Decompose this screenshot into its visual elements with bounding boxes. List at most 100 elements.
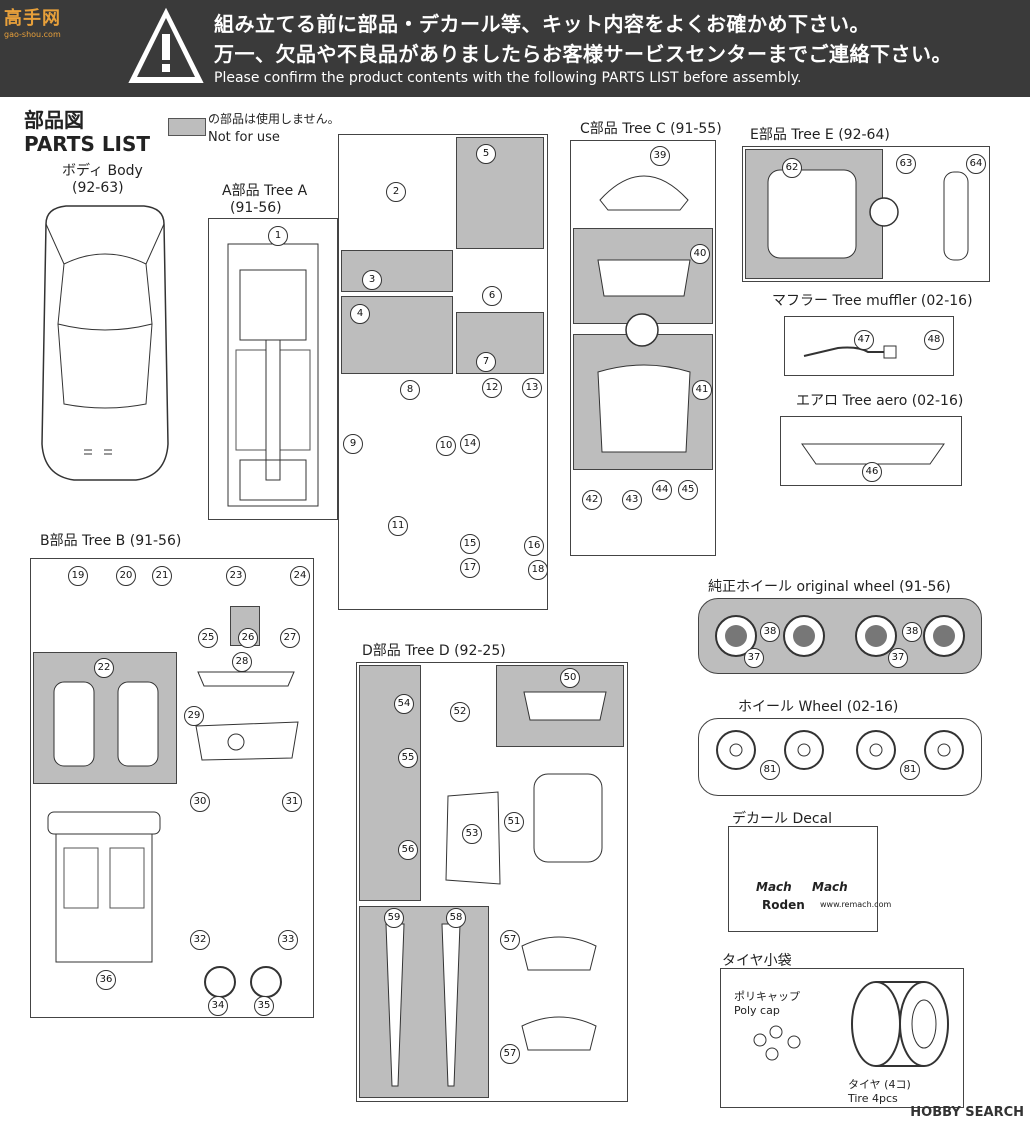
tailgate-drawing: [767, 169, 857, 259]
tree-owheel-label: 純正ホイール original wheel (91-56): [708, 579, 951, 595]
part-number: 24: [290, 566, 310, 586]
tree-a-frame: [208, 218, 338, 520]
part-number: 55: [398, 748, 418, 768]
legend-jp: の部品は使用しません。: [208, 112, 340, 126]
part-number: 46: [862, 462, 882, 482]
part-number: 9: [343, 434, 363, 454]
tree-a-grey-5: [456, 137, 544, 249]
tree-e-label: E部品 Tree E (92-64): [750, 127, 890, 143]
decal-sheet: [728, 826, 878, 932]
polycap-en: Poly cap: [734, 1004, 780, 1017]
part-number: 53: [462, 824, 482, 844]
tire-drawing: [851, 981, 949, 1067]
tree-wheel-label: ホイール Wheel (02-16): [738, 699, 899, 715]
legend-swatch: [168, 118, 206, 136]
part-number: 51: [504, 812, 524, 832]
rear-shelf-drawing: [197, 671, 295, 687]
part-number: 43: [622, 490, 642, 510]
body-code: (92-63): [72, 180, 124, 196]
interior-tub-drawing: [47, 811, 161, 963]
part-number: 58: [446, 908, 466, 928]
part-number: 30: [190, 792, 210, 812]
part-number: 2: [386, 182, 406, 202]
part-number: 52: [450, 702, 470, 722]
tree-e-hub: [869, 197, 899, 227]
part-number: 63: [896, 154, 916, 174]
wheels-drawing: [716, 730, 964, 770]
part-number: 56: [398, 840, 418, 860]
part-number: 12: [482, 378, 502, 398]
decal-brand-1: Mach: [756, 880, 792, 894]
rear-panel-drawing: [523, 691, 607, 721]
tree-c-hub: [625, 313, 659, 347]
part-number: 8: [400, 380, 420, 400]
part-number: 27: [280, 628, 300, 648]
part-number: 13: [522, 378, 542, 398]
part-number: 10: [436, 436, 456, 456]
part-number: 28: [232, 652, 252, 672]
tree-a-grey-3: [341, 250, 453, 292]
part-number: 17: [460, 558, 480, 578]
part-number: 16: [524, 536, 544, 556]
body-shell-drawing: [41, 205, 169, 481]
tree-muffler-label: マフラー Tree muffler (02-16): [772, 293, 973, 309]
tirebag-label: タイヤ小袋: [722, 953, 792, 969]
part-number: 23: [226, 566, 246, 586]
part-number: 45: [678, 480, 698, 500]
part-number: 57: [500, 930, 520, 950]
pillar-drawing: [385, 923, 461, 1087]
bracket-drawing: [521, 936, 597, 1051]
polycap-drawing: [753, 1025, 801, 1061]
dashboard-drawing: [195, 721, 299, 761]
tree-a-label: A部品 Tree A: [222, 183, 308, 199]
part-number: 57: [500, 1044, 520, 1064]
watermark-url: gao-shou.com: [4, 30, 61, 39]
floor-drawing: [597, 364, 691, 453]
part-number: 11: [388, 516, 408, 536]
tree-d-label: D部品 Tree D (92-25): [362, 643, 506, 659]
part-number: 37: [744, 648, 764, 668]
watermark-cn: 高手网: [4, 8, 61, 29]
part-number: 4: [350, 304, 370, 324]
part-number: 81: [900, 760, 920, 780]
part-number: 50: [560, 668, 580, 688]
part-number: 26: [238, 628, 258, 648]
part-number: 7: [476, 352, 496, 372]
part-number: 48: [924, 330, 944, 350]
part-number: 6: [482, 286, 502, 306]
part-number: 31: [282, 792, 302, 812]
tree-c-label: C部品 Tree C (91-55): [580, 121, 722, 137]
polycap-jp: ポリキャップ: [734, 990, 800, 1003]
banner-line-1: 組み立てる前に部品・デカール等、キット内容をよくお確かめ下さい。: [214, 12, 870, 36]
part-number: 36: [96, 970, 116, 990]
body-label: ボディ Body: [62, 163, 143, 179]
part-number: 5: [476, 144, 496, 164]
part-number: 38: [760, 622, 780, 642]
headliner-drawing: [597, 259, 691, 297]
part-number: 62: [782, 158, 802, 178]
part-number: 20: [116, 566, 136, 586]
spoiler-drawing: [801, 443, 945, 465]
window-drawing: [943, 171, 969, 261]
part-number: 14: [460, 434, 480, 454]
warning-icon: [128, 7, 204, 83]
tire-jp: タイヤ (4コ): [848, 1078, 911, 1091]
part-number: 29: [184, 706, 204, 726]
part-number: 42: [582, 490, 602, 510]
decal-label: デカール Decal: [732, 811, 833, 827]
part-number: 32: [190, 930, 210, 950]
part-number: 25: [198, 628, 218, 648]
tree-b-frame: [30, 558, 314, 1018]
part-number: 1: [268, 226, 288, 246]
part-number: 64: [966, 154, 986, 174]
tree-b-label: B部品 Tree B (91-56): [40, 533, 182, 549]
part-number: 3: [362, 270, 382, 290]
part-number: 59: [384, 908, 404, 928]
part-number: 35: [254, 996, 274, 1016]
title-en: PARTS LIST: [24, 132, 151, 156]
part-number: 19: [68, 566, 88, 586]
part-number: 81: [760, 760, 780, 780]
part-number: 37: [888, 648, 908, 668]
tree-a-grey-7: [456, 312, 544, 374]
part-number: 22: [94, 658, 114, 678]
